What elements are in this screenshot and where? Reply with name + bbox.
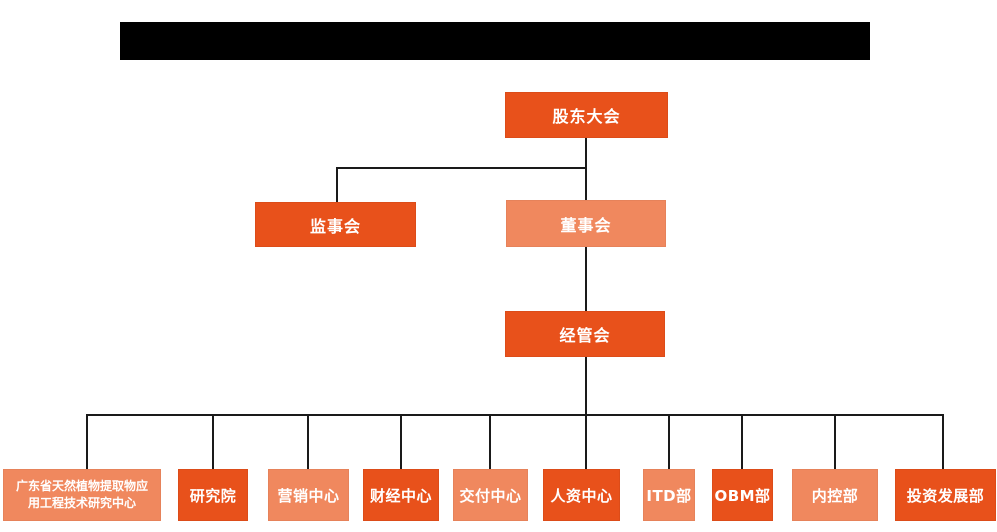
node-label: 财经中心 — [369, 486, 432, 505]
node-label: OBM部 — [714, 486, 771, 505]
node-research-institute: 研究院 — [178, 469, 248, 521]
node-marketing-center: 营销中心 — [268, 469, 349, 521]
node-investment-development-dept: 投资发展部 — [895, 469, 996, 521]
node-board-of-directors: 董事会 — [506, 200, 666, 247]
node-label: 研究院 — [189, 486, 237, 505]
node-label: 经管会 — [559, 326, 611, 345]
node-internal-control-dept: 内控部 — [792, 469, 878, 521]
redacted-title-bar — [120, 22, 870, 60]
node-hr-center: 人资中心 — [543, 469, 620, 521]
node-label: 内控部 — [811, 486, 859, 505]
node-supervisory-board: 监事会 — [255, 202, 416, 247]
node-label: 投资发展部 — [906, 486, 985, 505]
node-finance-center: 财经中心 — [363, 469, 439, 521]
node-label: 广东省天然植物提取物应用工程技术研究中心 — [15, 479, 148, 510]
node-shareholders-meeting: 股东大会 — [505, 92, 668, 138]
node-label: 股东大会 — [552, 107, 621, 126]
node-delivery-center: 交付中心 — [453, 469, 528, 521]
node-label: 监事会 — [309, 216, 361, 236]
node-obm-dept: OBM部 — [712, 469, 773, 521]
node-label: ITD部 — [646, 486, 692, 505]
node-itd-dept: ITD部 — [643, 469, 695, 521]
node-label: 交付中心 — [459, 486, 522, 505]
node-label: 营销中心 — [277, 486, 340, 505]
node-management-committee: 经管会 — [505, 311, 665, 357]
node-label: 董事会 — [560, 215, 612, 235]
node-research-center: 广东省天然植物提取物应用工程技术研究中心 — [3, 469, 161, 521]
node-label: 人资中心 — [550, 486, 613, 505]
